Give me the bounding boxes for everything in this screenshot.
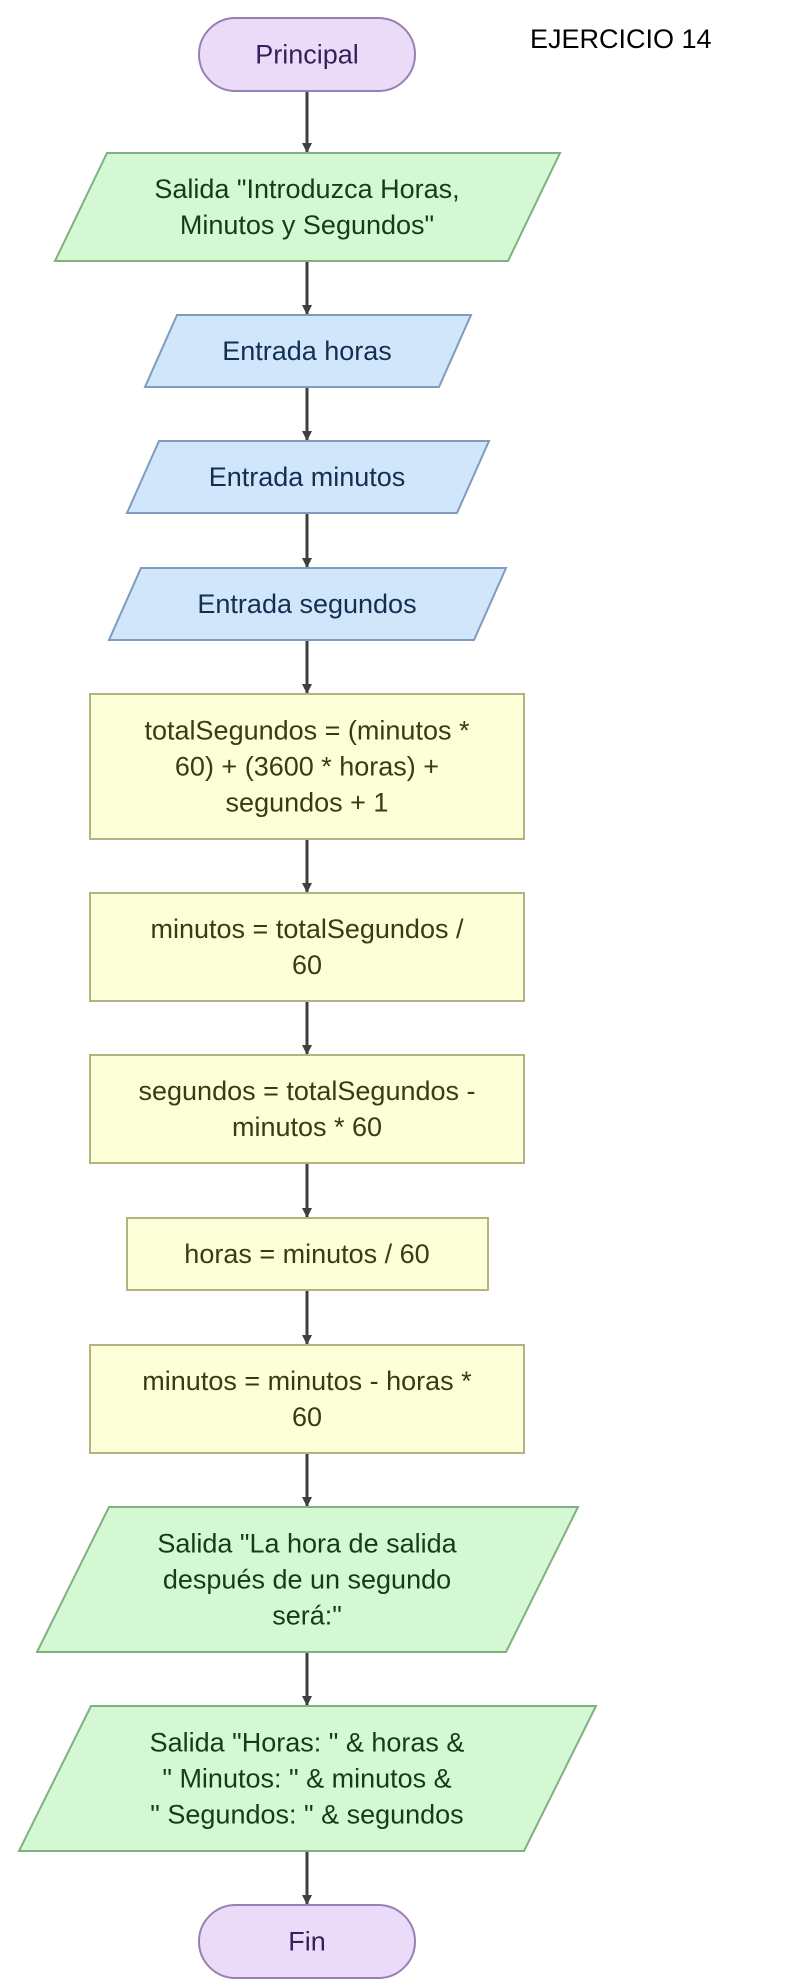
- terminal-shape: [198, 1904, 416, 1979]
- node-label-line: minutos * 60: [232, 1112, 382, 1142]
- node-end: Fin: [198, 1904, 416, 1979]
- input-shape: [125, 440, 491, 514]
- terminal-shape: [198, 17, 416, 92]
- node-out2: Salida "La hora de salida después de un s…: [35, 1506, 580, 1653]
- diagram-title: EJERCICIO 14: [530, 24, 712, 54]
- node-in-minutos: Entrada minutos: [125, 440, 491, 514]
- input-shape: [143, 314, 473, 388]
- output-shape: [53, 152, 562, 262]
- node-p4: horas = minutos / 60: [126, 1217, 489, 1291]
- node-start: Principal: [198, 17, 416, 92]
- process-shape: [89, 693, 525, 840]
- node-label-line: segundos + 1: [226, 788, 389, 818]
- node-label-line: " Minutos: " & minutos &: [162, 1764, 451, 1794]
- node-label-line: Entrada horas: [222, 336, 392, 366]
- node-label-line: Salida "Introduzca Horas,: [154, 174, 459, 204]
- node-label-line: minutos = totalSegundos /: [151, 914, 464, 944]
- output-shape: [35, 1506, 580, 1653]
- node-label-line: Principal: [255, 40, 359, 70]
- input-shape: [107, 567, 508, 641]
- node-label-line: 60: [292, 1402, 322, 1432]
- node-label-line: 60: [292, 950, 322, 980]
- node-p3: segundos = totalSegundos - minutos * 60: [89, 1054, 525, 1164]
- process-shape: [89, 892, 525, 1002]
- node-out1: Salida "Introduzca Horas, Minutos y Segun…: [53, 152, 562, 262]
- process-shape: [89, 1054, 525, 1164]
- node-p2: minutos = totalSegundos / 60: [89, 892, 525, 1002]
- node-label-line: Salida "Horas: " & horas &: [150, 1728, 465, 1758]
- node-label-line: Entrada segundos: [197, 589, 416, 619]
- process-shape: [126, 1217, 489, 1291]
- node-label-line: 60) + (3600 * horas) +: [175, 752, 439, 782]
- process-shape: [89, 1344, 525, 1454]
- node-label-line: totalSegundos = (minutos *: [145, 716, 470, 746]
- node-label-line: será:": [272, 1601, 342, 1631]
- node-p1: totalSegundos = (minutos * 60) + (3600 * …: [89, 693, 525, 840]
- node-out3: Salida "Horas: " & horas & " Minutos: " &…: [17, 1705, 598, 1852]
- node-label-line: Minutos y Segundos": [180, 210, 434, 240]
- node-label-line: Entrada minutos: [209, 462, 406, 492]
- node-label-line: horas = minutos / 60: [184, 1239, 429, 1269]
- node-in-segundos: Entrada segundos: [107, 567, 508, 641]
- node-in-horas: Entrada horas: [143, 314, 473, 388]
- node-label-line: después de un segundo: [163, 1565, 451, 1595]
- node-label-line: " Segundos: " & segundos: [150, 1800, 463, 1830]
- node-label-line: minutos = minutos - horas *: [142, 1366, 472, 1396]
- node-p5: minutos = minutos - horas * 60: [89, 1344, 525, 1454]
- node-label-line: Salida "La hora de salida: [157, 1529, 457, 1559]
- node-label-line: segundos = totalSegundos -: [139, 1076, 476, 1106]
- output-shape: [17, 1705, 598, 1852]
- node-label-line: Fin: [288, 1927, 326, 1957]
